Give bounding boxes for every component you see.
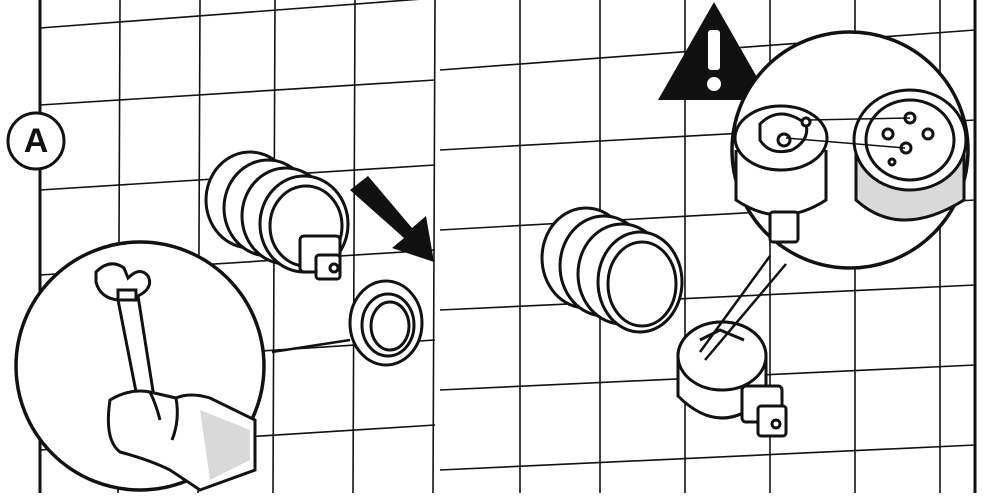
step-badge	[8, 113, 64, 169]
center-valve-housing	[542, 208, 682, 332]
left-cartridge-stem	[300, 236, 340, 279]
callout-lines	[272, 256, 786, 360]
detail-bubble	[732, 32, 968, 268]
left-valve-body	[206, 152, 348, 272]
removal-arrow-icon	[350, 176, 434, 262]
warning-triangle-icon	[658, 2, 770, 100]
housing-seat-detail	[854, 90, 966, 220]
cartridge-detail	[735, 106, 827, 242]
removed-cartridge	[678, 322, 786, 436]
wrench-bubble	[16, 242, 264, 490]
wrench-icon	[96, 264, 156, 412]
hand-icon	[108, 391, 255, 490]
locking-nut	[350, 281, 422, 365]
step-letter: A	[23, 122, 49, 160]
alignment-guide-lines	[786, 118, 910, 148]
